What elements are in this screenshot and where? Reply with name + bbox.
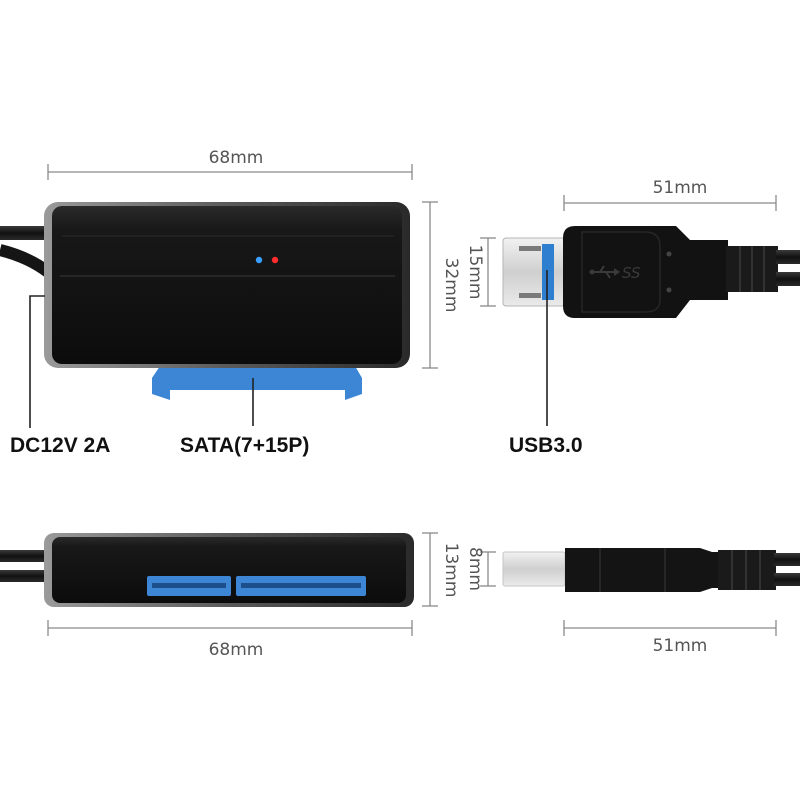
usb-ss-text: SS — [622, 264, 641, 282]
top-height-label: 32mm — [441, 258, 461, 313]
sata-callout-label: SATA(7+15P) — [180, 434, 309, 457]
usb-slot-1 — [519, 246, 541, 251]
top-adapter — [0, 202, 410, 400]
usb-dot-1 — [666, 251, 672, 257]
top-width-label: 68mm — [209, 148, 264, 168]
top-height-dimension: 32mm — [422, 201, 461, 369]
top-adapter-body — [52, 206, 402, 364]
usb-cable-top-1 — [776, 250, 800, 264]
bottom-usb-thickness-dimension: 8mm — [465, 547, 496, 591]
usb-blue-insert-top — [542, 244, 554, 300]
sata-data-slot — [152, 583, 226, 588]
bottom-adapter — [0, 533, 414, 607]
bottom-usb-thickness-label: 8mm — [465, 547, 485, 591]
usb-slot-2 — [519, 293, 541, 298]
power-callout-label: DC12V 2A — [10, 434, 110, 457]
bottom-cable-2 — [0, 570, 48, 582]
usb-callout-label: USB3.0 — [509, 434, 583, 457]
top-usb-length-dimension: 51mm — [563, 178, 777, 211]
bottom-width-label: 68mm — [209, 640, 264, 660]
usb-dot-2 — [666, 287, 672, 293]
top-cable-upper — [0, 226, 50, 240]
top-width-dimension: 68mm — [47, 148, 413, 180]
bottom-usb-plug — [502, 548, 800, 592]
sata-power-slot — [241, 583, 361, 588]
usb-housing-recess — [581, 231, 661, 313]
led-blue-icon — [255, 256, 263, 264]
usb-plug-height-dimension: 15mm — [465, 237, 496, 307]
sata-callout: SATA(7+15P) — [180, 378, 309, 457]
bottom-usb-length-dimension: 51mm — [563, 620, 777, 656]
top-cable-lower — [0, 244, 52, 277]
usb-cable-top-2 — [776, 272, 800, 286]
sata-connector-top — [152, 366, 362, 400]
top-usb-plug: SS — [502, 226, 800, 318]
usb-strain-relief-side — [718, 550, 776, 590]
led-red-icon — [271, 256, 279, 264]
power-callout: DC12V 2A — [10, 295, 110, 457]
bottom-usb-length-label: 51mm — [653, 636, 708, 656]
usb-ss-logo-icon: SS — [589, 264, 641, 282]
usb-housing-top — [563, 226, 728, 318]
usb-cable-side-1 — [774, 553, 800, 566]
usb-cable-side-2 — [774, 573, 800, 586]
top-usb-length-label: 51mm — [653, 178, 708, 198]
bottom-width-dimension: 68mm — [47, 620, 413, 660]
bottom-adapter-thickness-dimension: 13mm — [422, 532, 461, 607]
usb-metal-shell-side — [502, 551, 566, 587]
bottom-cable-1 — [0, 550, 48, 562]
usb-housing-side — [565, 548, 720, 592]
bottom-adapter-thickness-label: 13mm — [441, 543, 461, 598]
usb-plug-height-label: 15mm — [465, 245, 485, 300]
usb-callout: USB3.0 — [509, 270, 583, 457]
